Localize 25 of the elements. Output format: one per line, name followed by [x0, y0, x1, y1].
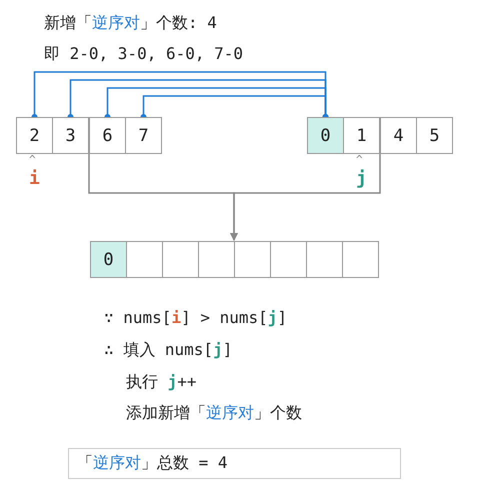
array-cell: 2	[16, 117, 53, 154]
pointer-label: i	[29, 168, 40, 189]
array-cell: 1	[343, 117, 380, 154]
pointer-caret: ^	[356, 153, 363, 166]
connector	[140, 95, 328, 120]
array-cell: 3	[52, 117, 89, 154]
note-text: 新增「逆序对」个数: 4	[44, 13, 217, 34]
step-text: 添加新增「逆序对」个数	[126, 403, 302, 424]
total-box: 「逆序对」总数 = 4	[68, 448, 401, 479]
step-text: ∴ 填入 nums[j]	[104, 340, 232, 361]
condition-text: ∵ nums[i] > nums[j]	[104, 308, 288, 327]
array-cell: 7	[125, 117, 162, 154]
array-cell: 4	[380, 117, 417, 154]
array-cell: 5	[416, 117, 453, 154]
connector	[104, 87, 328, 120]
connector	[230, 154, 381, 241]
array-cell: 0	[307, 117, 344, 154]
step-text: 执行 j++	[126, 372, 197, 393]
array-cell: 0	[90, 241, 127, 278]
note-text: 即 2-0, 3-0, 6-0, 7-0	[44, 44, 244, 65]
connector	[68, 79, 328, 120]
pointer-label: j	[356, 168, 367, 189]
pointer-caret: ^	[29, 153, 36, 166]
connector	[32, 71, 328, 120]
array-cell: 6	[89, 117, 126, 154]
